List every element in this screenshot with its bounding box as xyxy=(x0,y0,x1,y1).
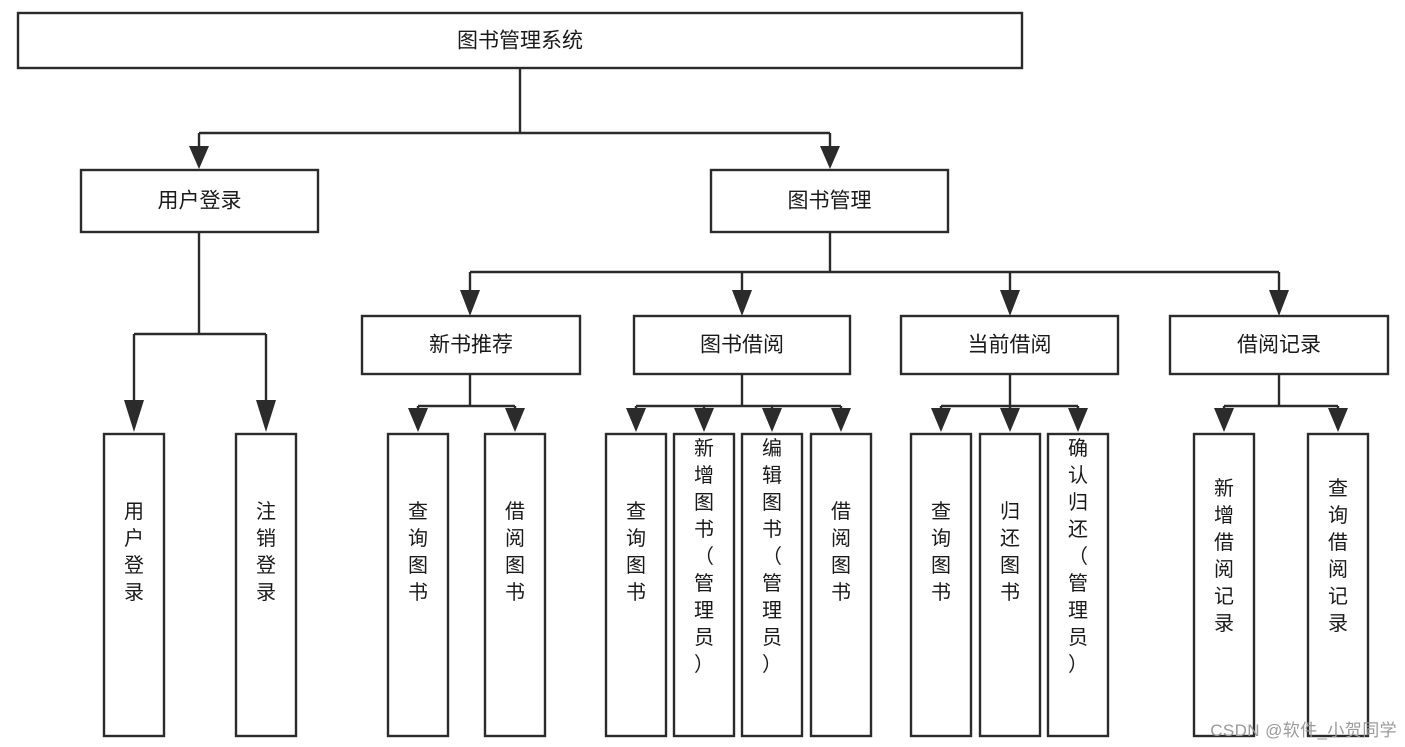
arrow-head-current-borrow xyxy=(1000,290,1020,316)
leaf-query-book-bb-box[interactable] xyxy=(604,432,668,738)
node-root-book-management-system[interactable]: 图书管理系统 xyxy=(16,11,1024,70)
leaf-query-book-cb-box[interactable] xyxy=(909,432,973,738)
leaf-user-login[interactable]: 用户登录 xyxy=(102,432,166,738)
leaf-query-borrow-record[interactable]: 查询借阅记录 xyxy=(1306,432,1370,738)
leaf-borrow-book-nbr-label: 借阅图书 xyxy=(505,500,525,604)
leaf-add-book-admin-box[interactable] xyxy=(672,432,736,738)
leaf-add-borrow-record-box[interactable] xyxy=(1192,432,1256,738)
arrow-head-book-manage xyxy=(820,146,840,169)
arrow-head-new-book-rec xyxy=(460,290,480,316)
leaf-add-book-admin-label: 新增图书（管理员） xyxy=(694,437,714,676)
leaf-user-login-label: 用户登录 xyxy=(124,501,144,604)
arrow-head-leaf-logout xyxy=(256,400,276,432)
node-new-book-recommendation-box[interactable] xyxy=(360,314,582,376)
leaf-borrow-book-bb-box[interactable] xyxy=(809,432,873,738)
leaf-query-book-cb-label: 查询图书 xyxy=(931,500,951,604)
arrow-head-leaf-bb-4 xyxy=(831,408,851,432)
node-book-borrowing-box[interactable] xyxy=(632,314,852,376)
leaf-return-book-box[interactable] xyxy=(978,432,1042,738)
arrow-head-leaf-br-1 xyxy=(1214,408,1234,432)
node-user-login-label: 用户登录 xyxy=(158,190,242,213)
arrow-head-leaf-bb-3 xyxy=(762,408,782,432)
leaf-logout-label: 注销登录 xyxy=(256,500,276,604)
leaf-borrow-book-nbr[interactable]: 借阅图书 xyxy=(483,432,547,738)
leaf-return-book[interactable]: 归还图书 xyxy=(978,432,1042,738)
leaf-edit-book-admin-label: 编辑图书（管理员） xyxy=(762,437,782,676)
arrow-head-leaf-nbr-2 xyxy=(505,408,525,432)
arrow-head-leaf-br-2 xyxy=(1328,408,1348,432)
leaf-logout-box[interactable] xyxy=(234,432,298,738)
leaf-query-book-nbr-box[interactable] xyxy=(386,432,450,738)
leaf-query-borrow-record-box[interactable] xyxy=(1306,432,1370,738)
leaf-logout[interactable]: 注销登录 xyxy=(234,432,298,738)
arrow-head-leaf-user-login xyxy=(124,400,144,432)
node-borrowing-record-box[interactable] xyxy=(1168,314,1390,376)
node-current-borrowing-label: 当前借阅 xyxy=(968,334,1052,357)
arrow-head-book-borrow xyxy=(732,290,752,316)
node-user-login-box[interactable] xyxy=(79,168,320,234)
connector-layer xyxy=(124,68,1348,432)
leaf-edit-book-admin[interactable]: 编辑图书（管理员） xyxy=(740,432,804,738)
leaf-query-book-nbr-label: 查询图书 xyxy=(408,500,428,604)
node-book-management-box[interactable] xyxy=(709,168,950,234)
leaf-add-borrow-record[interactable]: 新增借阅记录 xyxy=(1192,432,1256,738)
leaf-query-book-bb[interactable]: 查询图书 xyxy=(604,432,668,738)
node-root-label: 图书管理系统 xyxy=(457,30,583,53)
arrow-head-leaf-cb-2 xyxy=(1000,408,1020,432)
leaf-borrow-book-bb-label: 借阅图书 xyxy=(831,500,851,604)
node-new-book-recommendation[interactable]: 新书推荐 xyxy=(360,314,582,376)
node-book-management-label: 图书管理 xyxy=(788,190,872,213)
node-user-login[interactable]: 用户登录 xyxy=(79,168,320,234)
arrow-head-leaf-nbr-1 xyxy=(408,408,428,432)
leaf-user-login-box[interactable] xyxy=(102,432,166,738)
leaf-confirm-return-admin-label: 确认归还（管理员） xyxy=(1068,437,1088,676)
leaf-query-book-bb-label: 查询图书 xyxy=(626,500,646,604)
leaf-query-borrow-record-label: 查询借阅记录 xyxy=(1328,477,1348,635)
leaf-borrow-book-nbr-box[interactable] xyxy=(483,432,547,738)
leaf-add-book-admin[interactable]: 新增图书（管理员） xyxy=(672,432,736,738)
leaf-confirm-return-admin-box[interactable] xyxy=(1046,432,1110,738)
node-root-box[interactable] xyxy=(16,11,1024,70)
leaf-borrow-book-bb[interactable]: 借阅图书 xyxy=(809,432,873,738)
leaf-query-book-nbr[interactable]: 查询图书 xyxy=(386,432,450,738)
node-current-borrowing-box[interactable] xyxy=(899,314,1120,376)
leaf-confirm-return-admin[interactable]: 确认归还（管理员） xyxy=(1046,432,1110,738)
arrow-head-leaf-bb-1 xyxy=(626,408,646,432)
arrow-head-borrow-record xyxy=(1269,290,1289,316)
node-book-borrowing[interactable]: 图书借阅 xyxy=(632,314,852,376)
arrow-head-leaf-cb-1 xyxy=(931,408,951,432)
node-borrowing-record-label: 借阅记录 xyxy=(1237,334,1321,357)
arrow-head-leaf-cb-3 xyxy=(1068,408,1088,432)
node-new-book-recommendation-label: 新书推荐 xyxy=(429,334,513,357)
leaf-return-book-label: 归还图书 xyxy=(1000,500,1020,604)
arrow-head-user-login xyxy=(189,146,209,169)
arrow-head-leaf-bb-2 xyxy=(694,408,714,432)
node-current-borrowing[interactable]: 当前借阅 xyxy=(899,314,1120,376)
leaf-query-book-cb[interactable]: 查询图书 xyxy=(909,432,973,738)
leaf-edit-book-admin-box[interactable] xyxy=(740,432,804,738)
node-borrowing-record[interactable]: 借阅记录 xyxy=(1168,314,1390,376)
leaf-add-borrow-record-label: 新增借阅记录 xyxy=(1214,477,1234,635)
node-book-management[interactable]: 图书管理 xyxy=(709,168,950,234)
node-book-borrowing-label: 图书借阅 xyxy=(700,334,784,357)
